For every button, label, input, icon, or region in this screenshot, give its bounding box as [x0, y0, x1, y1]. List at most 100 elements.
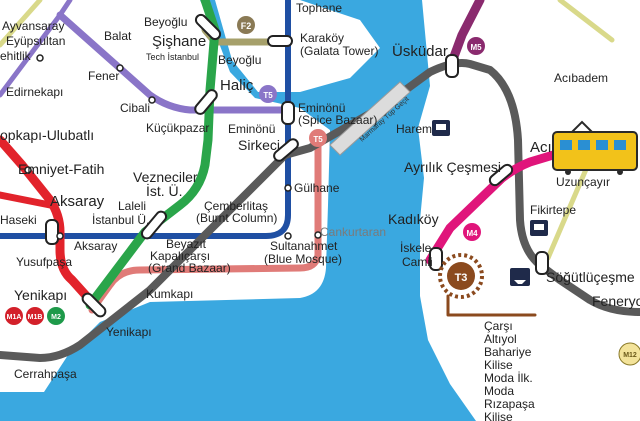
tram-icon [552, 120, 638, 175]
label-fikirtepe: Fikirtepe [530, 203, 576, 217]
svg-text:M12: M12 [623, 352, 637, 359]
label-halic: Haliç [220, 77, 254, 94]
t3-stops-list: Çarşı Altıyol Bahariye Kilise Moda İlk. … [484, 319, 535, 421]
svg-text:M2: M2 [51, 314, 61, 321]
label-topkapi: opkapı-Ulubatlı [0, 127, 94, 143]
yellow-tram-line [0, 0, 43, 48]
t6-badge: T5 [309, 129, 327, 147]
t3-badge: T3 [438, 253, 484, 299]
station-labels: Ayvansaray Eyüpsultan ehitlik Balat Fene… [0, 1, 640, 381]
label-laleli1: Laleli [118, 199, 146, 213]
label-kadikoy: Kadıköy [388, 211, 439, 227]
interchange-sishane [194, 13, 222, 41]
svg-text:M5: M5 [470, 43, 482, 52]
label-vezneciler2: İst. Ü. [146, 182, 183, 199]
label-ayrilik: Ayrılık Çeşmesi [404, 159, 501, 175]
interchange-vezneciler [140, 210, 168, 240]
label-iskele2: Camii [402, 255, 433, 269]
red-metro-line-short [0, 191, 54, 209]
label-aci: Acı [530, 139, 552, 156]
label-beyoglu-top: Beyoğlu [144, 15, 187, 29]
label-cibali: Cibali [120, 101, 150, 115]
label-balat: Balat [104, 29, 132, 43]
label-aksaray: Aksaray [50, 193, 105, 210]
label-aksaray2: Aksaray [74, 239, 117, 253]
interchange-uskudar [445, 54, 459, 78]
label-iskele1: İskele [400, 241, 432, 255]
label-galata: (Galata Tower) [300, 44, 378, 58]
t3-stop-5: Moda İlk. [484, 371, 533, 385]
label-sogutlucesme: Söğütlüçeşme [546, 269, 635, 285]
label-beyazit3: (Grand Bazaar) [148, 261, 231, 275]
interchange-kadikoy [429, 247, 443, 271]
svg-text:T5: T5 [313, 135, 323, 144]
label-beyoglu: Beyoğlu [218, 53, 261, 67]
interchange-sirkeci [273, 138, 299, 162]
label-yenikapi2: Yenikapı [106, 325, 152, 339]
label-eyupsultan: Eyüpsultan [6, 34, 65, 48]
label-cemberlitas2: (Burnt Column) [196, 211, 277, 225]
label-sultanahmet1: Sultanahmet [270, 239, 338, 253]
label-ayvansaray: Ayvansaray [2, 19, 64, 33]
label-emniyet: Emniyet-Fatih [18, 161, 104, 177]
line-badges: F2 T5 T5 M5 M4 M1A M1B M2 [5, 16, 640, 366]
m12-badge: M12 [618, 342, 640, 366]
label-sishane: Şişhane [152, 33, 206, 50]
m4-badge: M4 [463, 223, 481, 241]
station-ticks [24, 54, 322, 240]
label-yenikapi: Yenikapı [14, 287, 67, 303]
purple-tram-line-upper [0, 0, 73, 98]
label-tech-istanbul: Tech İstanbul [146, 52, 199, 62]
t3-stop-2: Altıyol [484, 332, 517, 346]
fikirtepe-bus-icon [530, 220, 548, 236]
label-sirkeci: Sirkeci [238, 137, 280, 153]
label-spice: (Spice Bazaar) [298, 113, 377, 127]
grey-marmaray-line [0, 59, 640, 362]
beyoglu-land [215, 0, 380, 92]
label-laleli2: İstanbul Ü. [92, 213, 149, 227]
label-vezneciler1: Vezneciler [133, 169, 198, 185]
t5-badge: T5 [259, 85, 277, 103]
plum-metro-line [447, 0, 485, 67]
interchange-sogutlucesme [535, 251, 549, 275]
ferry-icon [510, 268, 530, 286]
label-acibadem: Acıbadem [554, 71, 608, 85]
harem-ferry-icon [432, 120, 450, 136]
yellow-tram-line-asia [545, 0, 615, 261]
svg-text:T5: T5 [263, 91, 273, 100]
t3-stop-6: Moda [484, 384, 514, 398]
interchange-markers [45, 13, 549, 318]
label-cankurtaran: Cankurtaran [320, 225, 386, 239]
label-beyazit2: Kapalıçarşı [150, 249, 210, 263]
label-uzuncayir: Uzunçayır [556, 175, 610, 189]
label-karakoy: Karaköy [300, 31, 344, 45]
m2-badge: M2 [47, 307, 65, 325]
t3-stop-7: Rızapaşa [484, 397, 535, 411]
label-harem: Harem [396, 122, 432, 136]
label-yusufpasa: Yusufpaşa [16, 255, 72, 269]
label-halic-left: ehitlik [0, 49, 32, 63]
label-haseki: Haseki [0, 213, 37, 227]
label-cerrahpasa: Cerrahpaşa [14, 367, 77, 381]
t3-stop-4: Kilise [484, 358, 513, 372]
m1a-badge: M1A [5, 307, 23, 325]
purple-tram-line [56, 11, 294, 114]
label-beyazit1: Beyazıt [166, 237, 207, 251]
f2-badge: F2 [237, 16, 255, 34]
m5-badge: M5 [467, 37, 485, 55]
green-metro-line [85, 0, 220, 310]
t3-stop-1: Çarşı [484, 319, 513, 333]
interchange-eminonu [281, 101, 295, 125]
label-gulhane: Gülhane [294, 181, 340, 195]
label-fener: Fener [88, 69, 119, 83]
svg-text:F2: F2 [241, 21, 252, 31]
label-tophane: Tophane [296, 1, 342, 15]
label-uskudar: Üsküdar [392, 42, 448, 60]
svg-text:M1B: M1B [28, 314, 43, 321]
t3-stop-3: Bahariye [484, 345, 532, 359]
t3-line [446, 294, 537, 317]
label-kucukpazar: Küçükpazar [146, 121, 209, 135]
svg-text:T3: T3 [455, 272, 468, 284]
label-feneryolu: Feneryolu [592, 293, 640, 309]
